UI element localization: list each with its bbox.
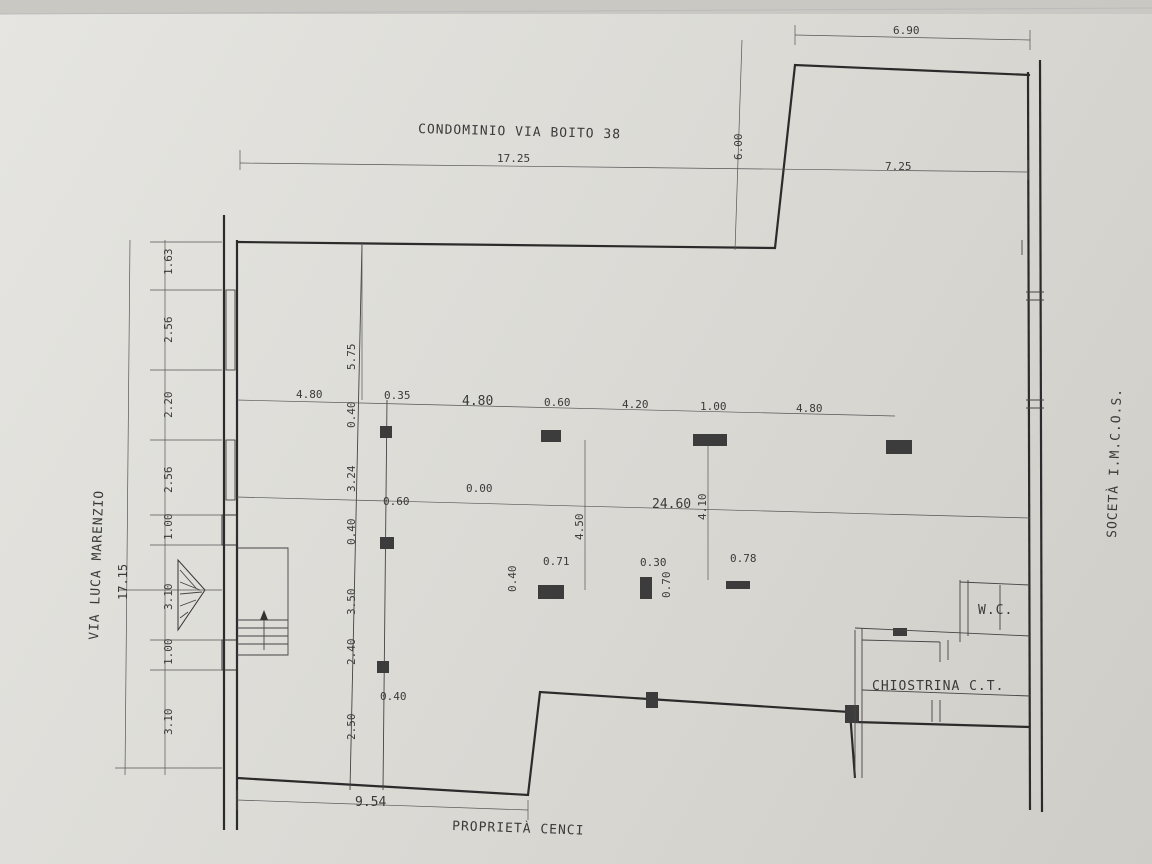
societa-imcos-label: SOCETÀ I.M.C.O.S.	[1104, 388, 1125, 539]
dim-label: 0.00	[466, 482, 493, 495]
proprieta-cenci-label: PROPRIETÀ CENCI	[452, 818, 585, 839]
dim-label: 4.10	[696, 494, 709, 521]
dim-label: 0.71	[543, 555, 570, 568]
dim-label: 1.00	[700, 400, 727, 413]
dim-label: 2.56	[162, 317, 175, 344]
dim-label: 0.60	[544, 396, 571, 409]
column	[541, 430, 561, 442]
entrance-stair	[177, 547, 289, 656]
column	[646, 692, 658, 708]
dim-label: 17.15	[116, 564, 130, 600]
right-wall-inner	[1026, 71, 1032, 811]
paper-fold-line	[0, 7, 1152, 15]
right-wall-details	[1021, 240, 1044, 409]
dim-label: 2.20	[162, 392, 175, 419]
dim-label: 4.80	[462, 394, 493, 409]
wc-label: W.C.	[978, 603, 1013, 618]
dim-label: 3.10	[162, 584, 175, 611]
dim-label: 9.54	[355, 795, 386, 810]
dim-label: 0.35	[384, 389, 411, 402]
dim-label: 1.00	[162, 639, 175, 666]
via-luca-marenzio-label: VIA LUCA MARENZIO	[87, 490, 107, 640]
column	[693, 434, 727, 446]
column	[726, 581, 750, 589]
outer-walls	[222, 59, 1044, 830]
dim-label: 2.56	[162, 467, 175, 494]
column	[845, 705, 859, 723]
dim-label: 24.60	[652, 497, 691, 512]
dim-label: 0.70	[660, 572, 673, 599]
dim-label: 3.10	[162, 709, 175, 736]
dim-label: 4.80	[296, 388, 323, 401]
dimension-labels: 6.90 17.25 7.25 6.00 5.75 4.80 0.35 4.80…	[116, 24, 920, 810]
dim-label: 3.24	[345, 465, 358, 492]
column	[380, 537, 394, 549]
dim-label: 17.25	[497, 152, 530, 165]
dim-label: 0.40	[506, 566, 519, 593]
chiostrina-bottom-wall	[854, 720, 1031, 729]
dimension-lines	[115, 25, 1031, 820]
dim-label: 1.00	[162, 514, 175, 541]
dim-label: 7.25	[885, 160, 912, 173]
dim-label: 2.40	[345, 639, 358, 666]
grid-line-horizontal-upper	[236, 399, 896, 417]
dim-label: 0.40	[345, 519, 358, 546]
column	[380, 426, 392, 438]
chiostrina-label: CHIOSTRINA C.T.	[872, 679, 1004, 694]
right-wall-outer	[1038, 59, 1044, 813]
grid-line-vertical-left	[349, 241, 363, 791]
column	[886, 440, 912, 454]
column	[640, 577, 652, 599]
column	[377, 661, 389, 673]
grid-line-vertical-columns	[382, 399, 388, 791]
column	[538, 585, 564, 599]
grid-line-horizontal-middle	[236, 496, 1031, 519]
dim-label: 0.60	[383, 495, 410, 508]
dim-label: 4.80	[796, 402, 823, 415]
structural-columns	[377, 426, 912, 723]
paper-top-edge	[0, 0, 1152, 14]
dim-label: 2.50	[345, 714, 358, 741]
dim-label: 6.90	[893, 24, 920, 37]
condominio-label: CONDOMINIO VIA BOITO 38	[418, 122, 621, 142]
dim-label: 0.78	[730, 552, 757, 565]
dim-label: 4.20	[622, 398, 649, 411]
interior-grid	[236, 241, 1031, 791]
dim-label: 1.63	[162, 249, 175, 276]
service-rooms	[854, 580, 1031, 778]
main-labels: CONDOMINIO VIA BOITO 38 VIA LUCA MARENZI…	[87, 122, 1125, 839]
dim-label: 0.40	[345, 402, 358, 429]
dim-label: 0.40	[380, 690, 407, 703]
dim-label: 5.75	[345, 344, 358, 371]
dim-label: 4.50	[573, 514, 586, 541]
dim-label: 6.00	[732, 134, 745, 161]
bottom-wall	[236, 690, 857, 797]
dim-label: 0.30	[640, 556, 667, 569]
dim-label: 3.50	[345, 589, 358, 616]
top-wall	[236, 63, 1031, 250]
column	[893, 628, 907, 636]
